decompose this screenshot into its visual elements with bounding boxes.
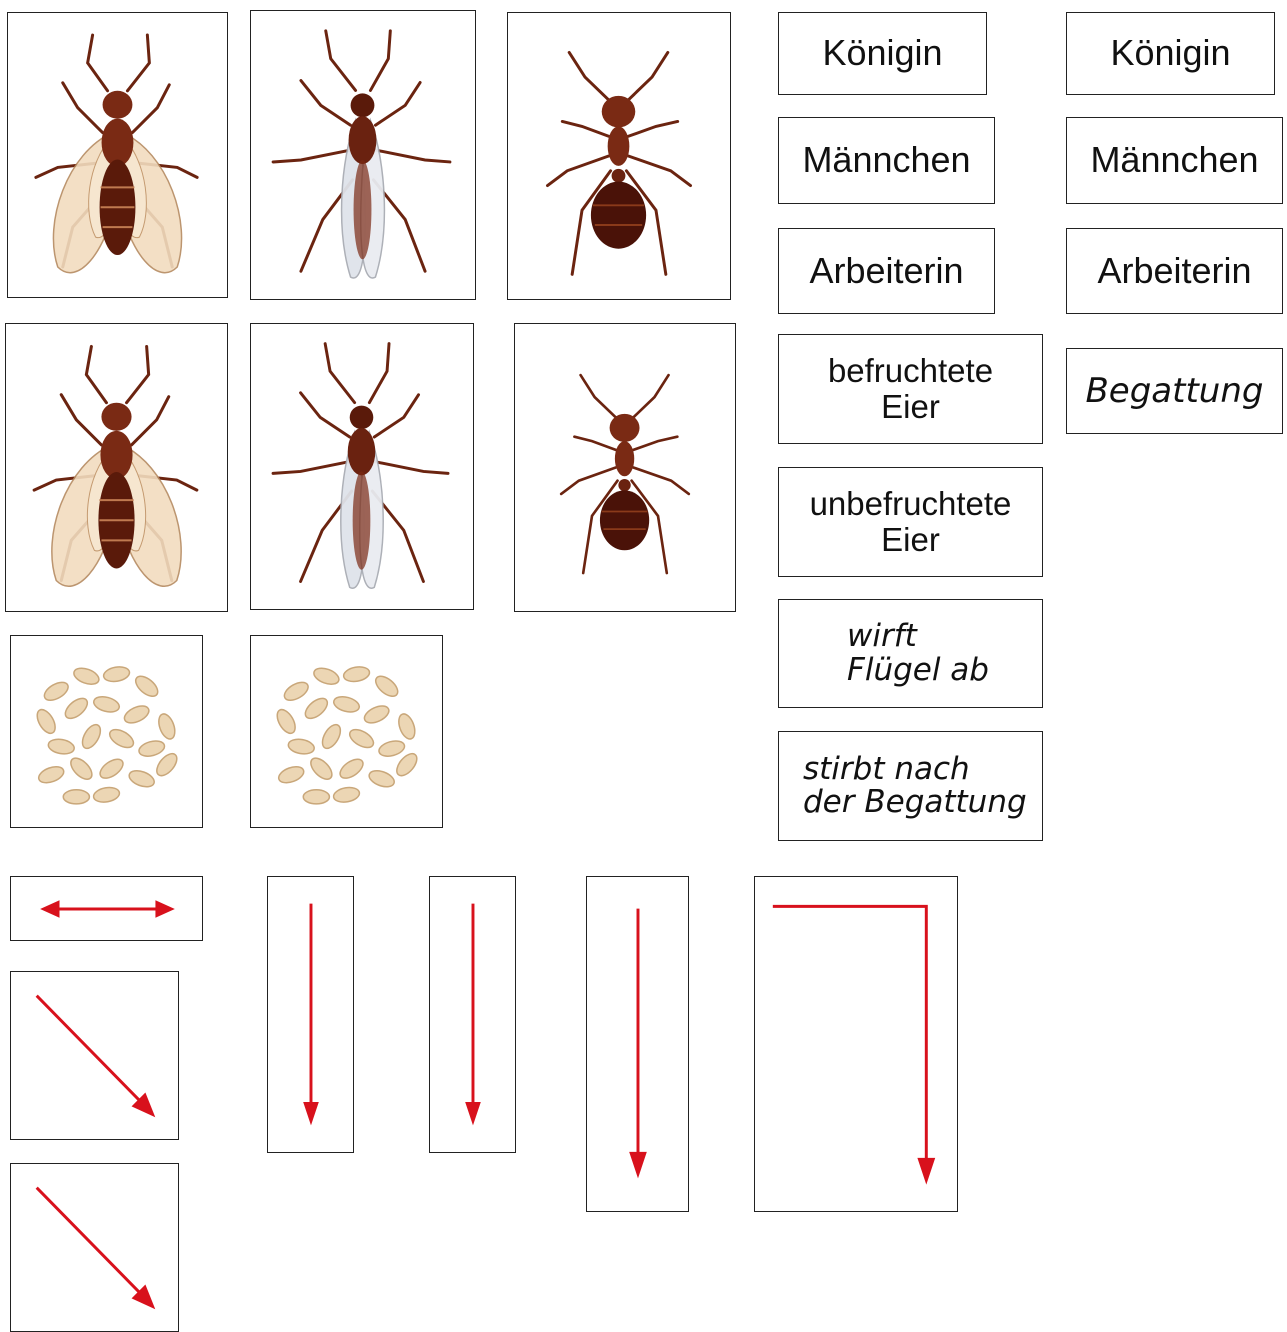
male-ant-icon <box>251 324 473 609</box>
label-begattung[interactable]: Begattung <box>1066 348 1283 434</box>
label-koenigin-1[interactable]: Königin <box>778 12 987 95</box>
male-ant-card-1[interactable] <box>250 10 476 300</box>
diagonal-arrow-card-1[interactable] <box>10 971 179 1140</box>
worker-ant-icon <box>508 13 730 299</box>
male-ant-card-2[interactable] <box>250 323 474 610</box>
queen-ant-icon <box>6 324 227 611</box>
worker-ant-icon <box>526 338 724 596</box>
label-stirbt-nach-der-begattung[interactable]: stirbt nach der Begattung <box>778 731 1043 841</box>
egg-cluster-icon <box>11 636 202 827</box>
diagonal-arrow-icon <box>11 1164 178 1331</box>
diagonal-arrow-card-2[interactable] <box>10 1163 179 1332</box>
label-line: Eier <box>828 389 993 425</box>
elbow-arrow-icon <box>755 877 957 1211</box>
down-arrow-icon <box>587 877 688 1211</box>
down-arrow-card-3[interactable] <box>586 876 689 1212</box>
down-arrow-icon <box>430 877 515 1152</box>
label-maennchen-1[interactable]: Männchen <box>778 117 995 204</box>
double-arrow-card[interactable] <box>10 876 203 941</box>
label-line: Eier <box>810 522 1012 558</box>
label-wirft-fluegel-ab[interactable]: wirft Flügel ab <box>778 599 1043 708</box>
down-arrow-card-1[interactable] <box>267 876 354 1153</box>
label-arbeiterin-2[interactable]: Arbeiterin <box>1066 228 1283 314</box>
elbow-arrow-card[interactable] <box>754 876 958 1212</box>
queen-ant-icon <box>8 13 227 297</box>
egg-cluster-icon <box>251 636 442 827</box>
label-line: stirbt nach <box>803 753 1027 786</box>
label-unbefruchtete-eier[interactable]: unbefruchtete Eier <box>778 467 1043 577</box>
label-line: befruchtete <box>828 353 993 389</box>
label-line: wirft <box>847 620 989 653</box>
queen-ant-card-1[interactable] <box>7 12 228 298</box>
down-arrow-icon <box>268 877 353 1152</box>
label-line: der Begattung <box>803 786 1027 819</box>
diagonal-arrow-icon <box>11 972 178 1139</box>
worker-ant-card-2[interactable] <box>514 323 736 612</box>
eggs-card-2[interactable] <box>250 635 443 828</box>
eggs-card-1[interactable] <box>10 635 203 828</box>
label-line: Flügel ab <box>847 654 989 687</box>
label-koenigin-2[interactable]: Königin <box>1066 12 1275 95</box>
worker-ant-card-1[interactable] <box>507 12 731 300</box>
queen-ant-card-2[interactable] <box>5 323 228 612</box>
label-line: unbefruchtete <box>810 486 1012 522</box>
label-maennchen-2[interactable]: Männchen <box>1066 117 1283 204</box>
male-ant-icon <box>251 11 475 299</box>
double-arrow-icon <box>11 877 202 940</box>
label-befruchtete-eier[interactable]: befruchtete Eier <box>778 334 1043 444</box>
label-arbeiterin-1[interactable]: Arbeiterin <box>778 228 995 314</box>
down-arrow-card-2[interactable] <box>429 876 516 1153</box>
